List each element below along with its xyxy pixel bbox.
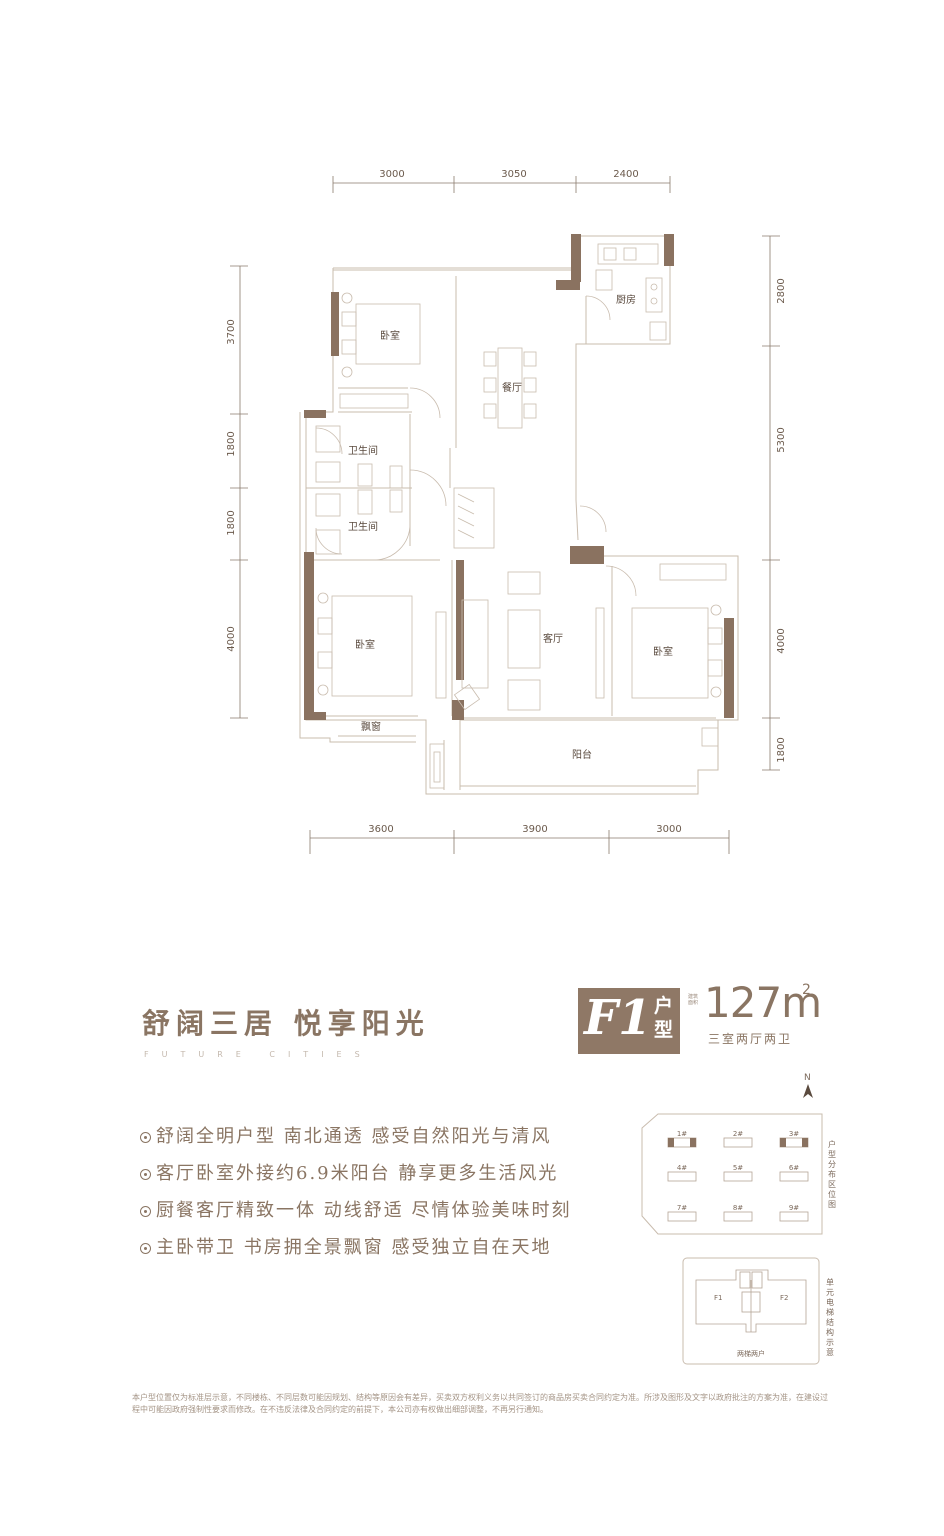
headline-slogan: 舒阔三居 悦享阳光 [142, 1007, 430, 1040]
elevator-unit-left: F1 [714, 1294, 722, 1302]
building-4: 4# [677, 1164, 687, 1172]
unit-type-label: 户型 [654, 995, 674, 1041]
feature-item: 厨餐客厅精致一体 动线舒适 尽情体验美味时刻 [140, 1196, 571, 1233]
site-boundary [641, 1113, 823, 1235]
dimension-left-4: 4000 [226, 626, 237, 651]
room-label-kitchen: 厨房 [616, 293, 636, 306]
dimension-right-4: 1800 [776, 737, 787, 762]
room-label-bay-window: 飘窗 [361, 720, 381, 733]
elevator-plan-drawing [695, 1269, 807, 1333]
room-label-balcony: 阳台 [572, 748, 592, 761]
feature-text: 客厅卧室外接约6.9米阳台 静享更多生活风光 [156, 1163, 559, 1184]
bullet-icon [140, 1243, 151, 1254]
feature-item: 舒阔全明户型 南北通透 感受自然阳光与清风 [140, 1122, 571, 1159]
dimension-left [230, 265, 248, 719]
dimension-top-3: 2400 [613, 169, 638, 180]
doors [315, 295, 637, 597]
building-1: 1# [677, 1130, 687, 1138]
brand-english: FUTURE CITIES [144, 1050, 373, 1059]
building-8: 8# [733, 1204, 743, 1212]
room-label-bath-2: 卫生间 [348, 520, 378, 533]
elevator-unit-right: F2 [780, 1294, 788, 1302]
elevator-caption: 两梯两户 [737, 1349, 765, 1358]
bedroom-top-furniture [339, 292, 421, 409]
room-label-bedroom-top: 卧室 [380, 329, 400, 342]
disclaimer-text: 本户型位置仅为标准层示意，不同楼栋、不同层数可能因规划、结构等原因会有差异，买卖… [132, 1393, 828, 1414]
area-unit: m [781, 978, 822, 1027]
room-label-bedroom-left: 卧室 [355, 638, 375, 651]
feature-text: 主卧带卫 书房拥全景飘窗 感受独立自在天地 [156, 1237, 552, 1258]
feature-text: 舒阔全明户型 南北通透 感受自然阳光与清风 [156, 1126, 552, 1147]
feature-item: 客厅卧室外接约6.9米阳台 静享更多生活风光 [140, 1159, 571, 1196]
dimension-bottom-1: 3600 [368, 824, 393, 835]
north-label: N [804, 1073, 811, 1083]
north-arrow-icon [803, 1084, 813, 1098]
feature-text: 厨餐客厅精致一体 动线舒适 尽情体验美味时刻 [156, 1200, 572, 1221]
building-9: 9# [789, 1204, 799, 1212]
site-plan: N 1# 2# 3# 4# 5# 6# 7# 8# 9# F1 F2 两梯两户 [641, 1073, 823, 1365]
building-5: 5# [733, 1164, 743, 1172]
building-6: 6# [789, 1164, 799, 1172]
walls-heavy [304, 234, 734, 720]
bullet-icon [140, 1169, 151, 1180]
bathroom-fixtures [315, 425, 403, 555]
area-caption: 建筑面积 [688, 994, 699, 1006]
building-2: 2# [733, 1130, 743, 1138]
balcony-fixtures [429, 743, 445, 789]
wardrobe [453, 487, 495, 549]
elevator-side-label: 单元电梯结构示意 [826, 1278, 834, 1357]
dimension-right-2: 5300 [776, 427, 787, 452]
area-number: 127 [704, 978, 782, 1027]
dimension-top [332, 176, 671, 193]
dimension-top-1: 3000 [379, 169, 404, 180]
dimension-right-1: 2800 [776, 278, 787, 303]
dimension-left-2: 1800 [226, 431, 237, 456]
dining-table [483, 347, 537, 429]
feature-list: 舒阔全明户型 南北通透 感受自然阳光与清风 客厅卧室外接约6.9米阳台 静享更多… [140, 1122, 571, 1270]
dimension-left-1: 3700 [226, 319, 237, 344]
building-7: 7# [677, 1204, 687, 1212]
floor-plan: 3000 3050 2400 3600 3900 3000 3700 1800 … [226, 169, 787, 854]
bullet-icon [140, 1132, 151, 1143]
dimension-bottom-2: 3900 [522, 824, 547, 835]
building-3: 3# [789, 1130, 799, 1138]
dimension-top-2: 3050 [501, 169, 526, 180]
dimension-right [762, 235, 780, 771]
feature-item: 主卧带卫 书房拥全景飘窗 感受独立自在天地 [140, 1233, 571, 1270]
dimension-bottom [309, 830, 730, 854]
room-label-dining: 餐厅 [502, 381, 522, 394]
layout-description: 三室两厅两卫 [708, 1032, 793, 1046]
unit-code: F1 [584, 990, 652, 1046]
room-label-living: 客厅 [543, 632, 563, 645]
dimension-right-3: 4000 [776, 628, 787, 653]
kitchen-fixtures [595, 243, 667, 341]
elevator-plan-frame [682, 1257, 820, 1365]
unit-type-badge: F1 户型 [578, 988, 680, 1054]
site-plan-side-label: 户型分布区位图 [828, 1140, 836, 1209]
bedroom-right-furniture [631, 563, 727, 747]
dimension-bottom-3: 3000 [656, 824, 681, 835]
area-superscript: 2 [802, 982, 811, 998]
living-room-furniture [453, 571, 605, 711]
area-value: 127m [704, 978, 822, 1027]
bedroom-left-furniture [317, 592, 447, 699]
highlighted-units [668, 1138, 808, 1147]
room-label-bath-1: 卫生间 [348, 444, 378, 457]
bullet-icon [140, 1206, 151, 1217]
room-label-bedroom-right: 卧室 [653, 645, 673, 658]
dimension-left-3: 1800 [226, 510, 237, 535]
